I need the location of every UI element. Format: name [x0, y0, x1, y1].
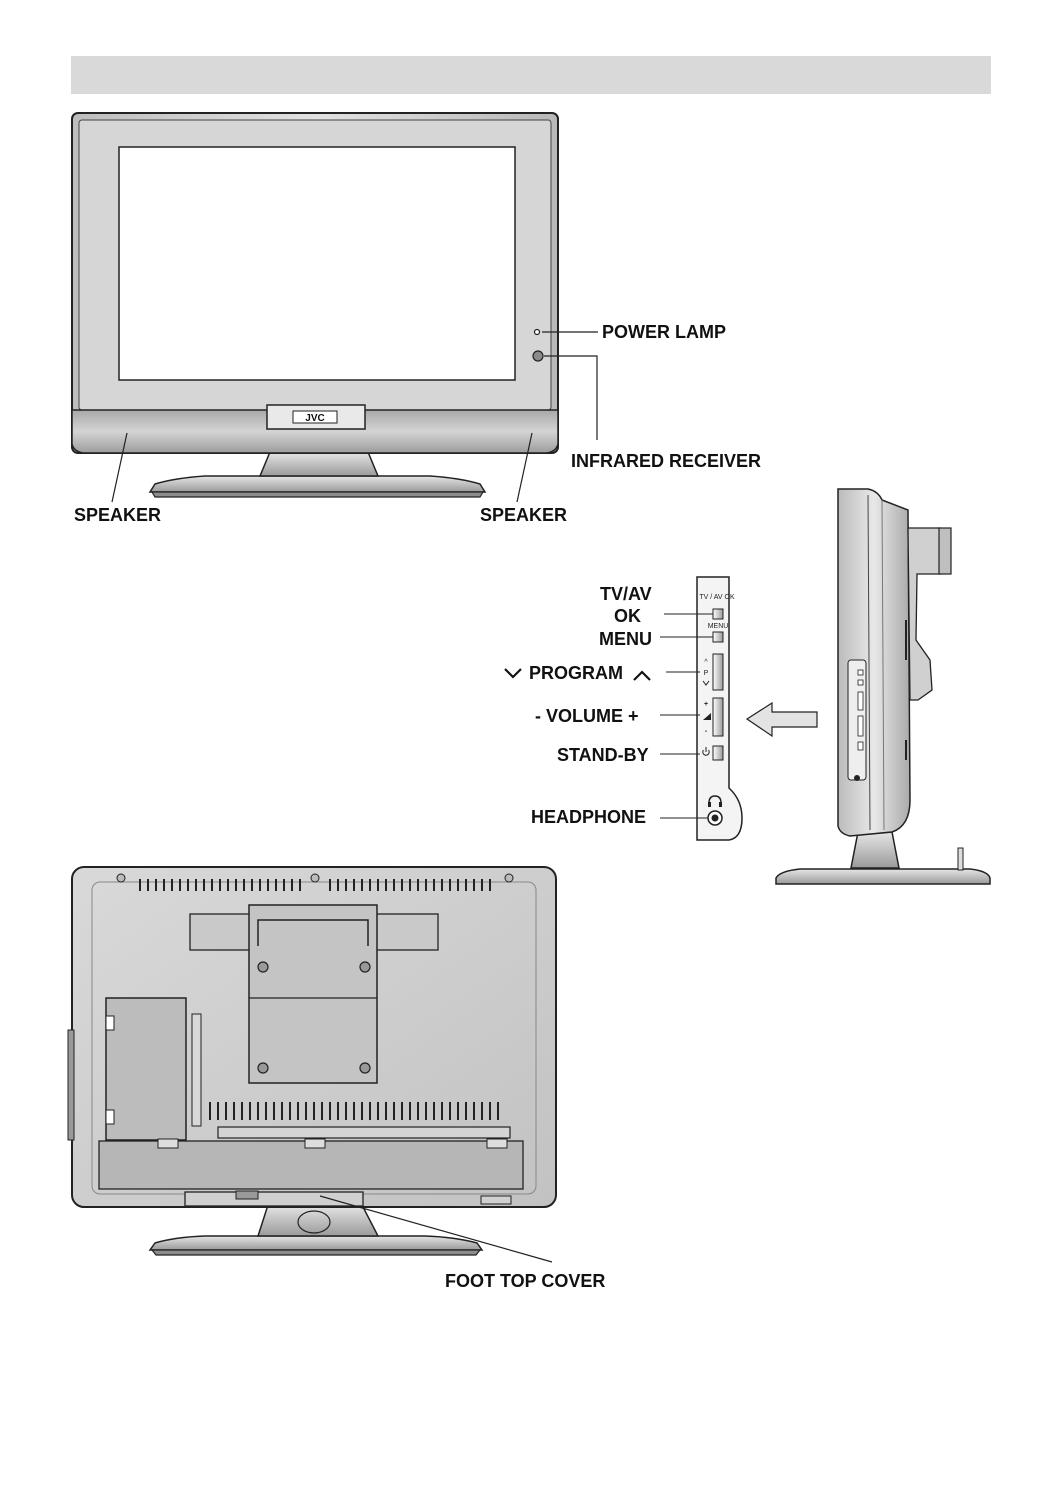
volume-rocker[interactable] [713, 698, 723, 736]
side-control-panel: TV / AV OK MENU ^ P + - [505, 577, 817, 840]
mark-menu: MENU [708, 623, 729, 630]
program-rocker[interactable] [713, 654, 723, 690]
label-menu: MENU [599, 629, 652, 649]
side-stand-neck [851, 832, 899, 868]
label-volume: - VOLUME + [535, 706, 639, 726]
label-program: PROGRAM [529, 663, 623, 683]
standby-button[interactable] [713, 746, 723, 760]
rear-stand-base [150, 1236, 482, 1250]
front-screen [119, 147, 515, 380]
side-rear-bracket [908, 528, 941, 700]
label-foot-top-cover: FOOT TOP COVER [445, 1271, 605, 1291]
label-standby: STAND-BY [557, 745, 649, 765]
menu-button[interactable] [713, 632, 723, 642]
rear-stand-neck [258, 1205, 378, 1236]
label-power-lamp: POWER LAMP [602, 322, 726, 342]
label-infrared-receiver: INFRARED RECEIVER [571, 451, 761, 471]
mark-tv-av-ok: TV / AV OK [699, 594, 735, 601]
front-stand-neck [260, 452, 378, 476]
side-view [776, 489, 990, 884]
label-speaker-right: SPEAKER [480, 505, 567, 525]
front-view: JVC POWER LAMP INFRARED RECEIVER SPEAKER… [72, 113, 761, 525]
rear-view: FOOT TOP COVER [68, 867, 605, 1291]
label-headphone: HEADPHONE [531, 807, 646, 827]
mark-p: P [704, 670, 709, 677]
infrared-receiver-icon [533, 351, 543, 361]
front-stand-base [150, 476, 485, 492]
label-tv-av: TV/AV [600, 584, 652, 604]
rear-mount-plate [249, 905, 377, 1083]
tv-av-ok-button[interactable] [713, 609, 723, 619]
power-lamp-icon [535, 330, 540, 335]
label-ok: OK [614, 606, 641, 626]
chevron-up-icon [634, 672, 650, 680]
chevron-down-icon [505, 669, 521, 677]
label-speaker-left: SPEAKER [74, 505, 161, 525]
arrow-left-icon [747, 703, 817, 736]
brand-logo: JVC [305, 413, 324, 424]
side-stand-base [776, 869, 990, 884]
foot-top-cover [185, 1192, 363, 1206]
mark-plus: + [704, 701, 708, 708]
rear-left-panel [106, 998, 186, 1140]
